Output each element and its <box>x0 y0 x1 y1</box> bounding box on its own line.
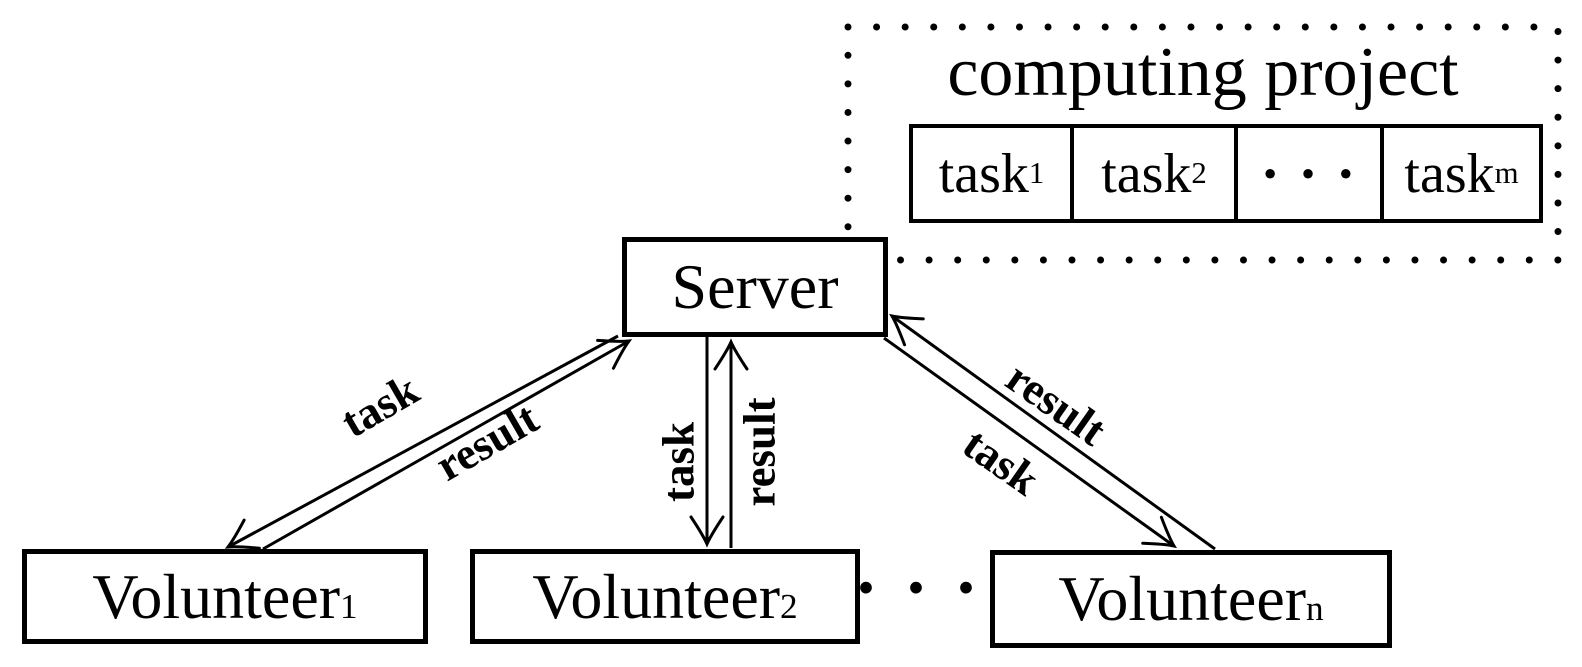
volunteer-label: Volunteer1 <box>92 560 358 632</box>
computing-project-dotted-border <box>844 23 1562 264</box>
task-cell-label: task <box>938 142 1029 205</box>
task-arrow-to-volunteer1 <box>224 334 619 550</box>
volunteers-ellipsis: · · · <box>853 547 983 628</box>
volunteer-label: Volunteern <box>1058 563 1324 634</box>
server-node: Server <box>622 237 888 337</box>
task-cell-subscript: m <box>1494 156 1519 190</box>
task-arrow-to-volunteer-n <box>883 336 1177 549</box>
computing-project-title: computing project <box>947 34 1459 111</box>
task-queue-ellipsis: · · · <box>1238 128 1384 219</box>
task-cell-subscript: 1 <box>1028 156 1045 190</box>
middle-task-label: task <box>653 421 704 503</box>
result-arrow-from-volunteer1 <box>262 338 633 551</box>
task-cell-label: task <box>1101 142 1192 205</box>
volunteer-n-node: Volunteern <box>990 550 1392 648</box>
volunteer2-node: Volunteer2 <box>470 549 860 644</box>
task-cell-label: task <box>1404 142 1495 205</box>
server-label: Server <box>671 251 839 322</box>
task-cell-subscript: 2 <box>1191 156 1207 190</box>
result-arrow-from-volunteer-n <box>889 313 1216 551</box>
middle-result-label: result <box>734 397 785 507</box>
volunteer1-node: Volunteer1 <box>22 549 428 644</box>
volunteer-label: Volunteer2 <box>532 560 798 632</box>
